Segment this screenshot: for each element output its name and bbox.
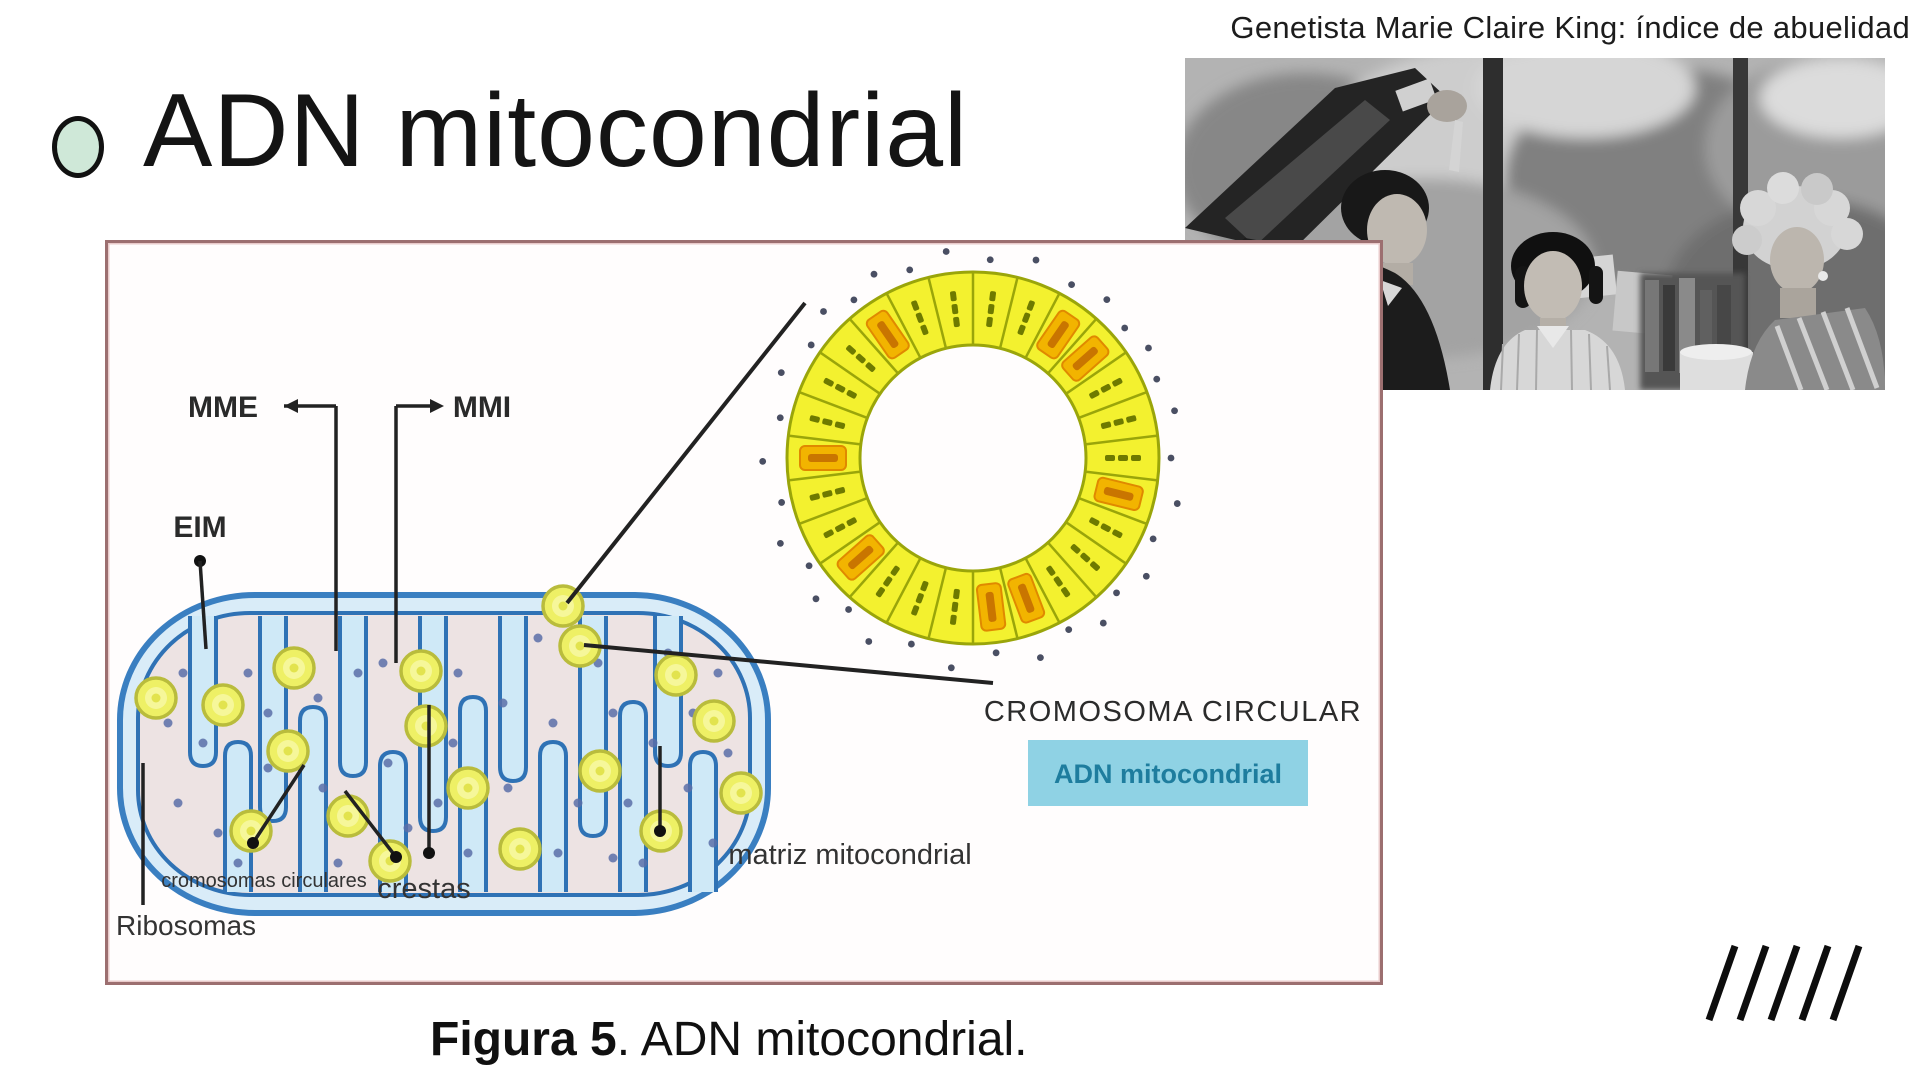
label-ribosomas: Ribosomas bbox=[116, 910, 256, 941]
label-eim: EIM bbox=[173, 511, 226, 544]
woman-right bbox=[1732, 172, 1885, 390]
woman-middle bbox=[1490, 232, 1625, 390]
adn-mitocondrial-box: ADN mitocondrial bbox=[1028, 740, 1308, 806]
label-mme: MME bbox=[188, 391, 258, 424]
lead-line-to-cromosoma-label bbox=[583, 643, 994, 685]
label-eim-group: EIM bbox=[173, 511, 227, 650]
label-mmi-group: MMI bbox=[394, 391, 511, 663]
figure-caption-number: Figura 5 bbox=[430, 1013, 617, 1066]
matrix-dots bbox=[163, 633, 733, 868]
photo-caption: Genetista Marie Claire King: índice de a… bbox=[1230, 10, 1910, 45]
figure-diagram: MME MMI EIM Ribosomas bbox=[116, 248, 1362, 941]
label-cromosomas-circulares: cromosomas circulares bbox=[161, 870, 367, 892]
label-cromosoma-circular: CROMOSOMA CIRCULAR bbox=[984, 696, 1362, 728]
label-mme-group: MME bbox=[188, 391, 338, 651]
label-crestas: crestas bbox=[377, 873, 470, 905]
adn-box-label: ADN mitocondrial bbox=[1054, 759, 1282, 789]
label-cromosomas-circulares-group: cromosomas circulares bbox=[161, 764, 367, 892]
label-matriz: matriz mitocondrial bbox=[728, 839, 971, 871]
bullet-circle-icon bbox=[52, 116, 104, 178]
figure-caption: Figura 5. ADN mitocondrial. bbox=[430, 1012, 1028, 1067]
page-title: ADN mitocondrial bbox=[143, 73, 969, 189]
figure-box: MME MMI EIM Ribosomas bbox=[105, 240, 1383, 985]
drinking-glass bbox=[1680, 344, 1753, 390]
ribosome-granules bbox=[134, 584, 763, 883]
window-mullion bbox=[1483, 58, 1503, 390]
label-mmi: MMI bbox=[453, 391, 511, 424]
mitochondrion-drawing bbox=[117, 584, 771, 916]
label-crestas-group: crestas bbox=[343, 705, 471, 905]
label-ribosomas-group: Ribosomas bbox=[116, 763, 256, 941]
figure-caption-text: . ADN mitocondrial. bbox=[616, 1013, 1028, 1066]
circular-chromosome-ring bbox=[759, 248, 1181, 672]
label-matriz-group: matriz mitocondrial bbox=[654, 746, 972, 871]
slash-lines-decoration bbox=[1705, 944, 1863, 1022]
lead-line-to-ring bbox=[565, 301, 807, 605]
